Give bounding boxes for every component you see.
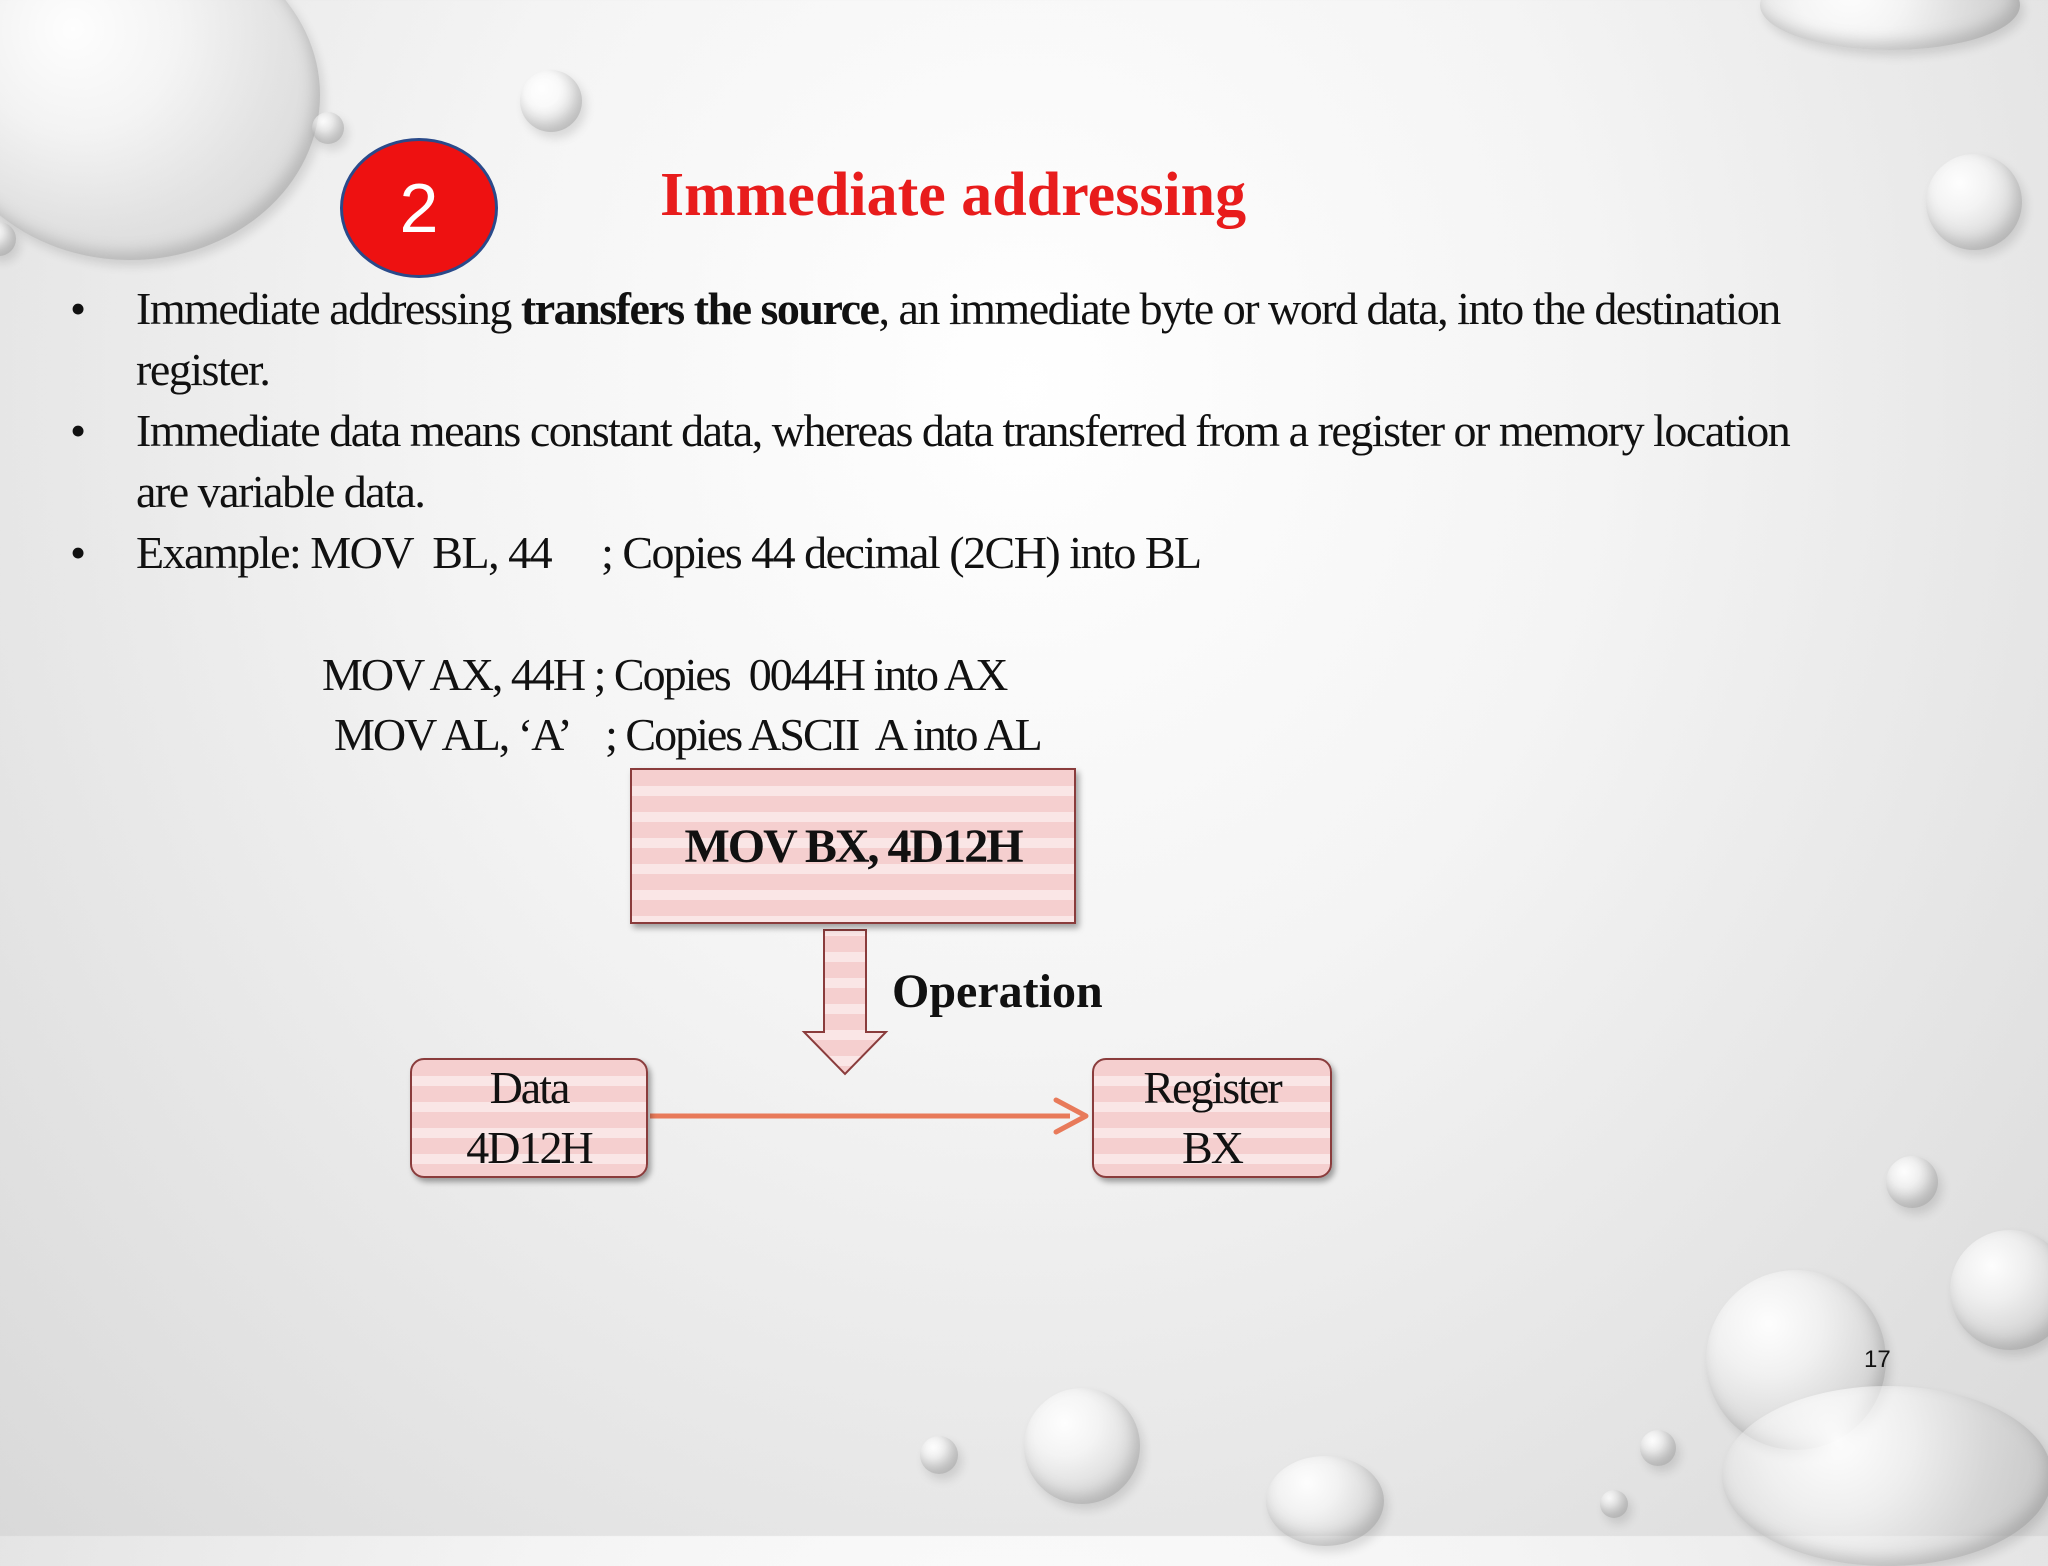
slide-title: Immediate addressing <box>660 161 1247 229</box>
register-box-value: BX <box>1182 1122 1244 1173</box>
water-drop <box>1024 1388 1140 1504</box>
water-drop <box>520 70 582 132</box>
bullet-text-bold: transfers the source <box>520 283 880 334</box>
operation-label: Operation <box>892 965 1103 1018</box>
instruction-text: MOV BX, 4D12H <box>684 819 1023 873</box>
instruction-box: MOV BX, 4D12H <box>630 768 1076 924</box>
bullet-item: • Immediate data means constant data, wh… <box>70 400 1791 522</box>
bullet-text-pre: Immediate addressing <box>136 283 521 334</box>
bullet-list: • Immediate addressing transfers the sou… <box>70 278 1791 583</box>
bullet-glyph: • <box>70 405 86 456</box>
bullet-item: • Example: MOV BL, 44 ; Copies 44 decima… <box>70 522 1790 583</box>
bullet-text-line2: register. <box>136 344 271 395</box>
page-number: 17 <box>1864 1346 1891 1373</box>
data-box-value: 4D12H <box>466 1122 593 1173</box>
data-box: Data 4D12H <box>410 1058 648 1178</box>
bullet-text: Example: MOV BL, 44 ; Copies 44 decimal … <box>136 527 1202 578</box>
water-drop <box>1266 1456 1384 1546</box>
down-arrow-icon <box>801 929 889 1076</box>
code-line-mov-al: MOV AL, ‘A’ ; Copies ASCII A into AL <box>334 709 1043 760</box>
water-drop <box>1950 1230 2048 1350</box>
data-box-label: Data <box>489 1062 571 1113</box>
water-drop <box>1600 1490 1628 1518</box>
water-drop <box>0 222 16 256</box>
bullet-glyph: • <box>70 283 86 334</box>
water-drop <box>1886 1156 1938 1208</box>
slide-number-badge: 2 <box>340 138 498 278</box>
code-line-mov-ax: MOV AX, 44H ; Copies 0044H into AX <box>322 649 1008 700</box>
data-flow-arrow-head-icon <box>1053 1097 1089 1135</box>
bullet-text-post: , an immediate byte or word data, into t… <box>878 283 1781 334</box>
register-box: Register BX <box>1092 1058 1332 1178</box>
water-drop <box>920 1436 958 1474</box>
water-drop <box>312 112 344 144</box>
bullet-glyph: • <box>70 527 86 578</box>
register-box-label: Register <box>1143 1062 1282 1113</box>
bullet-item: • Immediate addressing transfers the sou… <box>70 278 1790 400</box>
water-drop <box>1926 154 2022 250</box>
water-drop <box>1640 1430 1676 1466</box>
bullet-text: Immediate addressing transfers the sourc… <box>136 278 1790 400</box>
bullet-text: Immediate data means constant data, wher… <box>136 405 1791 517</box>
